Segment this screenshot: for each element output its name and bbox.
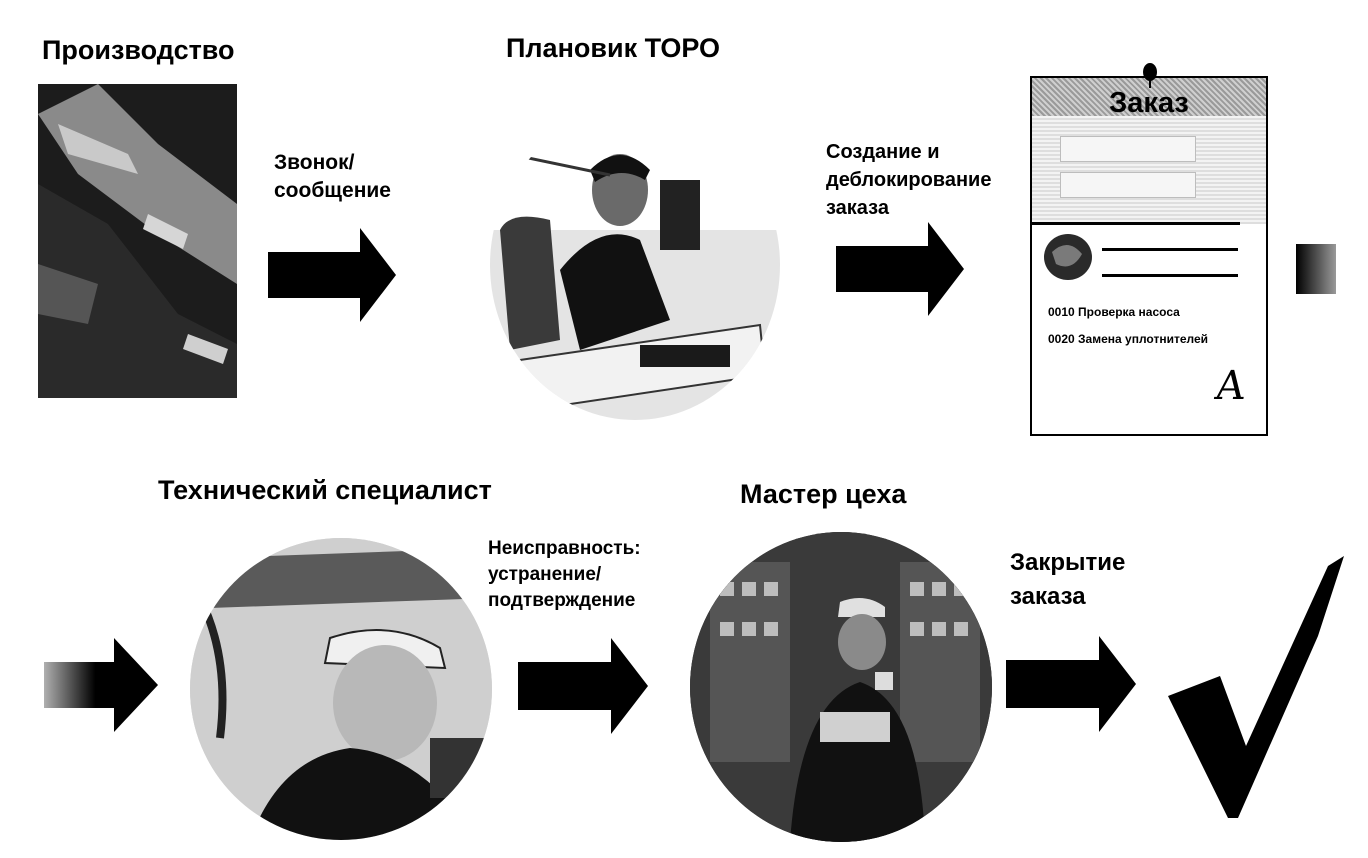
divider xyxy=(1102,274,1238,277)
order-field xyxy=(1060,172,1196,198)
right-arrow-icon xyxy=(1006,636,1136,732)
order-card-form-area xyxy=(1032,116,1266,224)
right-arrow-icon xyxy=(836,222,964,316)
close-caption-line1: Закрытие xyxy=(1010,549,1126,576)
continuation-arrow-head xyxy=(44,638,158,732)
pin-icon xyxy=(1143,63,1157,88)
fault-caption: Неисправность: устранение/ подтверждение xyxy=(488,536,641,614)
checkmark-icon xyxy=(1168,556,1344,818)
create-caption-line1: Создание и xyxy=(826,141,940,163)
planner-heading: Плановик ТОРО xyxy=(506,33,721,63)
technician-photo xyxy=(190,538,492,840)
fault-caption-line2: устранение/ xyxy=(488,564,602,585)
fault-caption-line3: подтверждение xyxy=(488,590,636,611)
continuation-arrow-tail xyxy=(1296,244,1336,294)
signature: A xyxy=(1212,363,1249,409)
close-caption-line2: заказа xyxy=(1010,583,1086,610)
right-arrow-icon xyxy=(268,228,396,322)
order-card: Заказ 0010 Проверка насоса 0020 Замена у… xyxy=(1030,76,1268,436)
close-caption: Закрытие заказа xyxy=(1010,546,1125,614)
order-field xyxy=(1060,136,1196,162)
divider xyxy=(1102,248,1238,251)
stamp-icon xyxy=(1044,234,1092,280)
create-caption-line2: деблокирование xyxy=(826,169,992,191)
create-caption-line3: заказа xyxy=(826,197,889,219)
right-arrow-icon xyxy=(518,638,648,734)
divider xyxy=(1032,222,1240,225)
planner-photo xyxy=(490,110,780,420)
technician-heading: Технический специалист xyxy=(158,475,492,505)
fault-caption-line1: Неисправность: xyxy=(488,538,641,559)
foreman-heading: Мастер цеха xyxy=(740,479,907,509)
foreman-photo xyxy=(690,532,992,842)
production-heading: Производство xyxy=(42,35,235,65)
call-caption: Звонок/ сообщение xyxy=(274,149,391,205)
order-operation-2: 0020 Замена уплотнителей xyxy=(1048,332,1209,346)
create-caption: Создание и деблокирование заказа xyxy=(826,138,991,222)
call-caption-line2: сообщение xyxy=(274,179,391,202)
production-photo xyxy=(38,84,237,398)
order-operation-1: 0010 Проверка насоса xyxy=(1048,305,1180,319)
call-caption-line1: Звонок/ xyxy=(274,151,355,174)
